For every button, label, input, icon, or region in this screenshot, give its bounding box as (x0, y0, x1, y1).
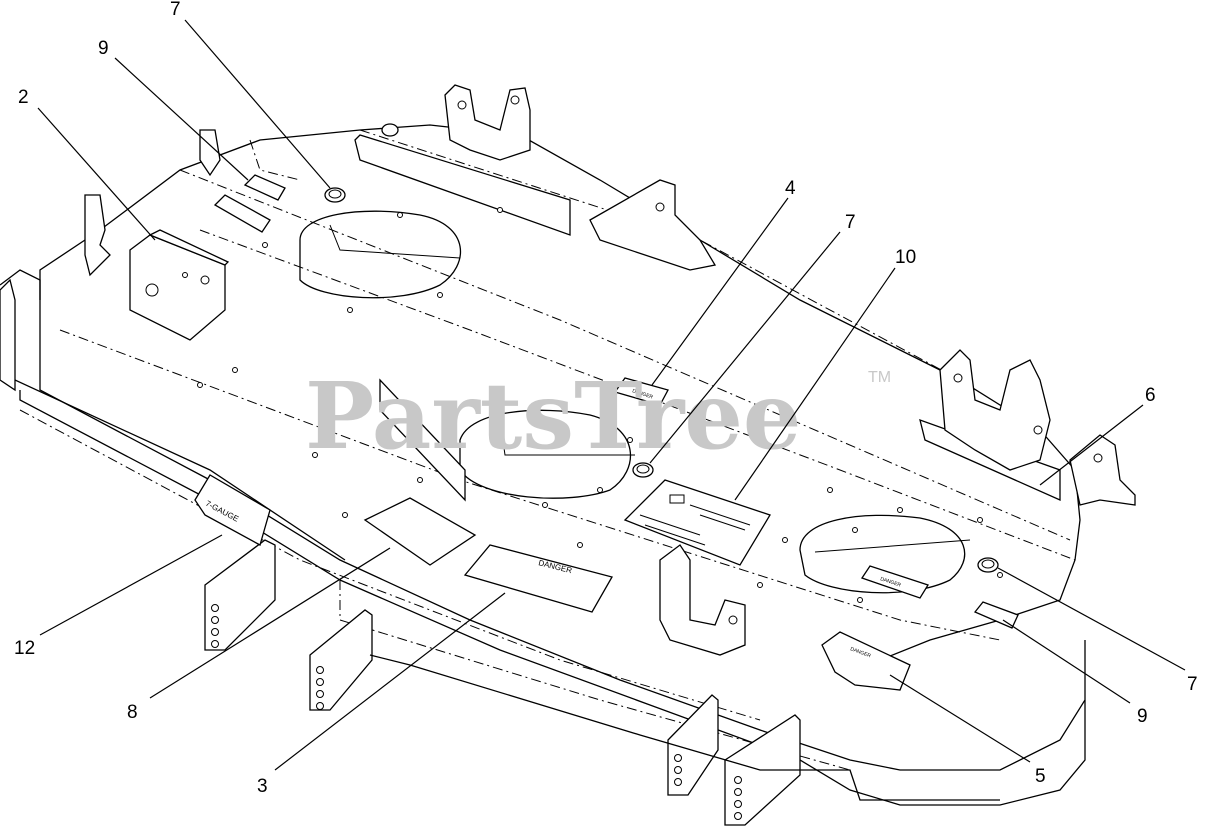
side-bracket-rear (589, 179, 717, 271)
hidden-line-5 (19, 409, 761, 721)
decal-9-top (213, 174, 286, 233)
front-bumper (369, 654, 1000, 801)
watermark: PartsTree TM (305, 362, 891, 470)
deck-holes (182, 207, 1003, 603)
callout-12: 12 (14, 638, 35, 659)
leader-10 (734, 267, 896, 501)
callout-5: 5 (1035, 766, 1046, 787)
leader-5 (889, 674, 1031, 763)
hidden-line-7 (339, 580, 851, 771)
leader-9-right (1002, 619, 1131, 704)
leader-7-mid (649, 231, 841, 464)
leader-9-top (114, 57, 249, 181)
callout-9-top: 9 (98, 38, 109, 59)
blade-opening-left (299, 210, 462, 299)
rear-baffle-left (354, 134, 571, 236)
callout-6: 6 (1145, 385, 1156, 406)
grease-fitting (381, 123, 399, 137)
blade-opening-right-inner (814, 539, 971, 553)
decal-10-instruction (623, 479, 771, 566)
callout-9-right: 9 (1137, 706, 1148, 727)
deck-left-skirt (0, 269, 1086, 771)
leader-7-right (997, 567, 1186, 671)
leader-4 (651, 197, 789, 386)
plug-7-mid (632, 462, 654, 478)
callout-10: 10 (895, 247, 916, 268)
blade-opening-center (459, 409, 632, 499)
left-end-bracket (0, 278, 16, 392)
plug-7-right (977, 557, 999, 573)
hidden-line-6 (249, 139, 301, 181)
leader-6 (1039, 404, 1144, 486)
deck-front-edge (14, 379, 346, 561)
leader-lines (37, 19, 1186, 771)
leader-2 (37, 107, 156, 241)
front-hitch-center-left (309, 609, 373, 711)
pivot-bracket-right (939, 349, 1051, 471)
blade-opening-left-inner (329, 224, 461, 259)
blade-opening-right (799, 514, 966, 594)
callout-8: 8 (127, 702, 138, 723)
pivot-bracket-rear (444, 84, 531, 161)
decal-danger-right: DANGER (860, 565, 929, 599)
decal-4-danger: DANGER (613, 377, 669, 406)
hidden-line-4 (359, 129, 961, 381)
watermark-trademark: TM (868, 369, 891, 386)
side-bracket-right (1069, 434, 1136, 506)
decal-3-danger: DANGER (463, 544, 613, 613)
callouts: 7 9 2 4 7 10 6 12 8 3 7 9 5 (14, 0, 1198, 797)
callout-7-top: 7 (170, 0, 181, 20)
watermark-brand: PartsTree (305, 362, 801, 470)
leader-3 (274, 592, 506, 771)
blade-opening-center-inner (499, 419, 635, 456)
decal-5-badge: DANGER (821, 631, 911, 691)
leader-12 (39, 534, 223, 636)
callout-7-mid: 7 (845, 212, 856, 233)
decal-9-right (973, 601, 1019, 629)
callout-4: 4 (785, 178, 796, 199)
plug-7-top (324, 187, 346, 203)
hidden-line-1 (179, 169, 1071, 541)
belt-cover-left (129, 229, 230, 341)
front-baffle (379, 378, 466, 502)
front-hitch-left (204, 539, 276, 651)
callout-2: 2 (18, 87, 29, 108)
callout-7-right: 7 (1187, 674, 1198, 695)
front-hitch-center-right (667, 694, 719, 796)
decal-12-gauge: 7-GAUGE (194, 474, 271, 546)
decal-8-blank (363, 497, 477, 566)
leader-8 (149, 547, 391, 699)
leader-7-top (184, 19, 331, 189)
mower-deck: DANGER DANGER DANGER DANGER 7-GAUGE (0, 84, 1136, 826)
front-bracket-center (659, 544, 746, 656)
callout-3: 3 (257, 776, 268, 797)
